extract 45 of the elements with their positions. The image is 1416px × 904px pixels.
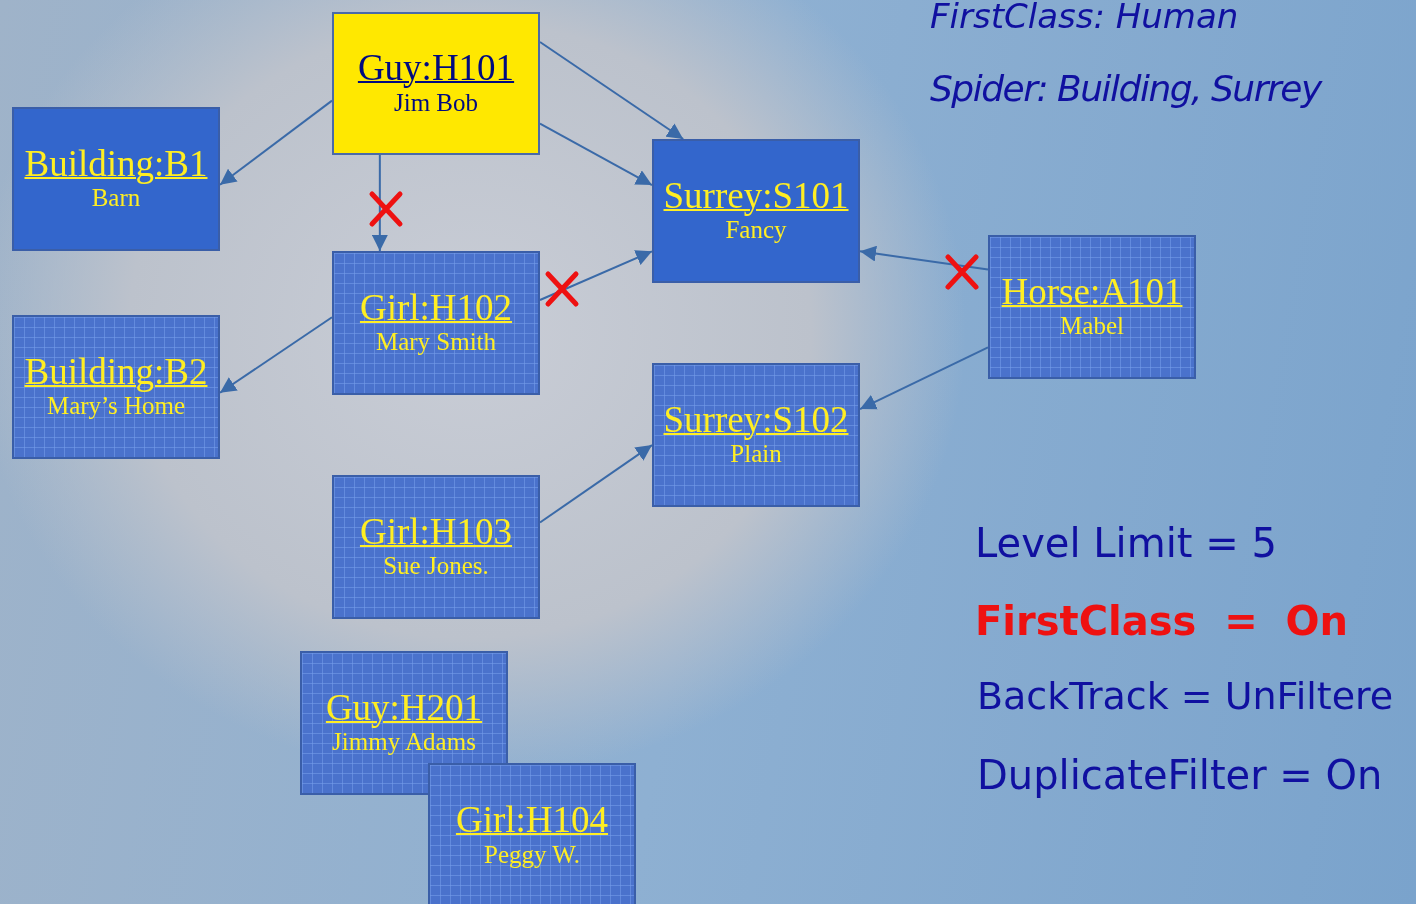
setting-text: DuplicateFilter = On: [977, 752, 1383, 798]
entity-box: [12, 315, 220, 459]
arrow: [219, 99, 333, 186]
arrow: [371, 154, 388, 252]
setting-text: BackTrack = UnFiltere: [977, 674, 1394, 718]
entity-id: Guy:H101: [357, 49, 515, 88]
entity-id: Building:B2: [24, 352, 208, 392]
entity-id: Girl:H102: [359, 288, 513, 328]
setting-text: Spider: Building, Surrey: [930, 68, 1321, 109]
entity-box: [12, 107, 220, 251]
arrow: [539, 122, 653, 187]
setting-text: Level Limit = 5: [975, 520, 1277, 566]
entity-name: Peggy W.: [484, 839, 580, 870]
entity-id: Horse:A101: [1001, 272, 1183, 312]
arrow: [539, 444, 653, 524]
entity-id: Surrey:S102: [663, 400, 849, 440]
entity-box: [332, 251, 540, 395]
arrow: [539, 41, 685, 140]
entity-name: Mary Smith: [375, 327, 497, 358]
entity-id: Surrey:S101: [663, 176, 849, 216]
entity-id: Guy:H201: [325, 688, 483, 728]
entity-name: Barn: [91, 184, 141, 214]
entity-name: Jimmy Adams: [332, 728, 476, 758]
entity-name: Jim Bob: [393, 88, 478, 118]
entity-name: Mary’s Home: [46, 392, 186, 422]
setting-text: FirstClass: Human: [930, 0, 1239, 36]
entity-id: Girl:H104: [455, 801, 609, 840]
setting-text: FirstClass = On: [975, 598, 1349, 644]
entity-box: [652, 139, 860, 283]
entity-id: Building:B1: [24, 144, 208, 184]
entity-name: Plain: [730, 440, 782, 470]
entity-name: Sue Jones.: [383, 551, 489, 582]
arrow: [859, 245, 989, 271]
entity-box: [988, 235, 1196, 379]
arrow: [539, 250, 653, 301]
entity-name: Mabel: [1060, 311, 1124, 342]
entity-box: [300, 651, 508, 795]
arrow: [859, 346, 989, 411]
entity-box: [428, 763, 636, 904]
entity-box: [652, 363, 860, 507]
entity-box: [332, 475, 540, 619]
entity-id: Girl:H103: [359, 512, 513, 552]
entity-box: [332, 12, 540, 155]
entity-name: Fancy: [725, 216, 787, 246]
arrow: [219, 316, 333, 394]
